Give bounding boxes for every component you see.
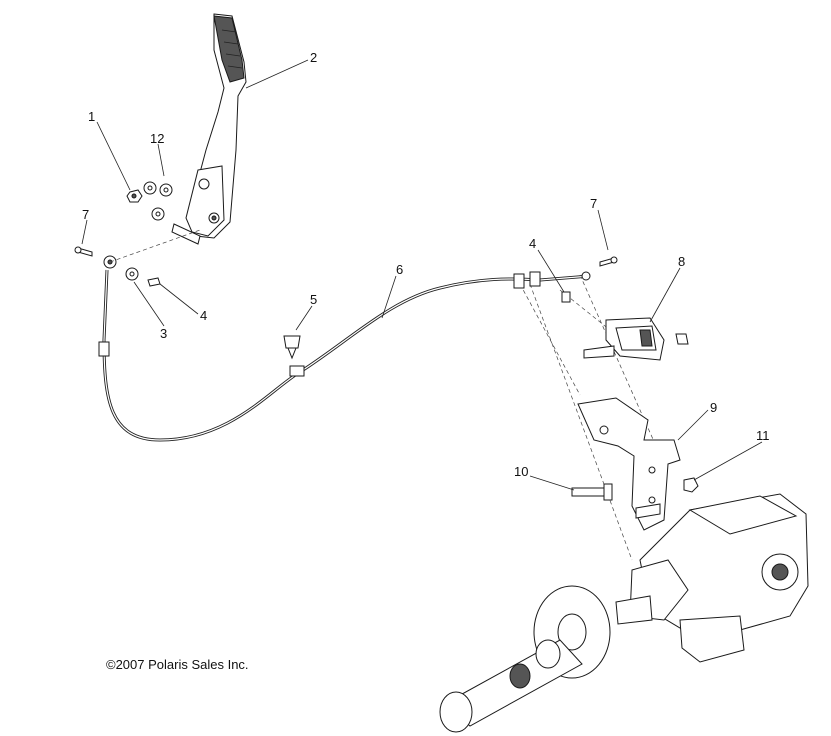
brake-pedal: [171, 13, 247, 245]
push-clip: [283, 335, 301, 360]
alignment-lines: [109, 229, 661, 561]
callout-8: 8: [678, 254, 685, 269]
cable-clevis: [103, 255, 161, 287]
callout-3: 3: [160, 326, 167, 341]
callout-4-right: 4: [529, 236, 536, 251]
nut-part-1: [126, 189, 143, 203]
drive-shaft: [439, 639, 583, 733]
gearcase: [615, 493, 809, 663]
nut-part-11: [683, 477, 699, 493]
clevis-pin-right: [599, 256, 618, 267]
screw-part-4-right: [561, 291, 571, 303]
mounting-bracket: [577, 397, 681, 531]
copyright-notice: ©2007 Polaris Sales Inc.: [106, 657, 249, 672]
leader-lines: [81, 59, 763, 491]
callout-11: 11: [756, 428, 770, 443]
washer-part-12: [143, 181, 173, 221]
callout-6: 6: [396, 262, 403, 277]
callout-1: 1: [88, 109, 95, 124]
callout-10: 10: [514, 464, 528, 479]
callout-12: 12: [150, 131, 164, 146]
callouts: 1 12 2 7 3 4 5 6 4 7 8 9 10 11: [82, 50, 770, 479]
bolt-part-10: [571, 483, 613, 501]
brake-cable: [98, 269, 591, 442]
callout-4-left: 4: [200, 308, 207, 323]
callout-7-right: 7: [590, 196, 597, 211]
clevis-pin-left: [74, 246, 93, 257]
callout-9: 9: [710, 400, 717, 415]
callout-2: 2: [310, 50, 317, 65]
brake-caliper: [583, 317, 689, 361]
callout-5: 5: [310, 292, 317, 307]
callout-7-left: 7: [82, 207, 89, 222]
